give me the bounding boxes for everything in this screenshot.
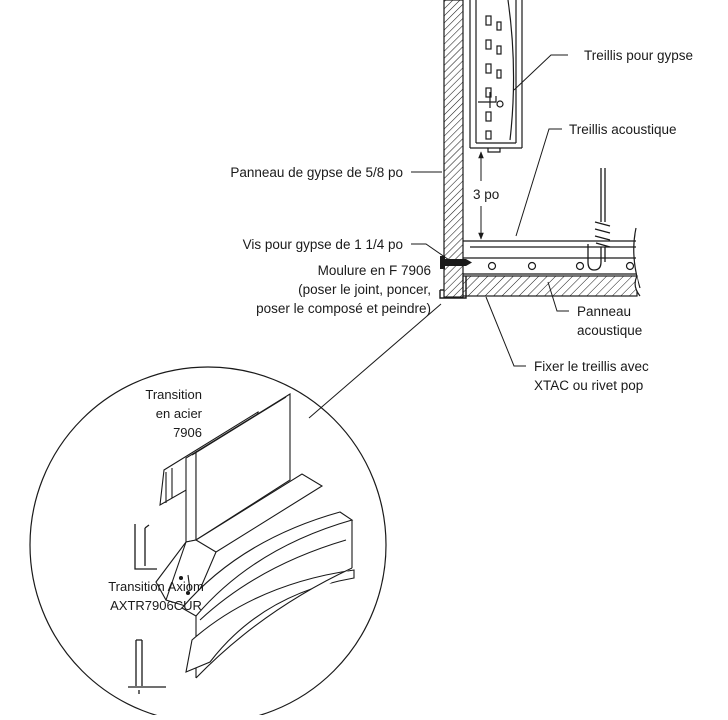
- steel-transition-profile: [134, 524, 157, 570]
- acoustic-grid-runner: [463, 227, 641, 289]
- label-panneau-acoustique-line-1: Panneau: [577, 304, 631, 319]
- label-transition-axiom-line-1: Transition Axiom: [108, 579, 204, 594]
- label-transition-acier-line-3: 7906: [173, 425, 202, 440]
- detail-content: [128, 393, 355, 694]
- axiom-transition-profile: [128, 639, 166, 694]
- drywall-grid-channel: [469, 0, 523, 153]
- label-transition-acier-line-1: Transition: [145, 387, 202, 402]
- label-panneau-gypse: Panneau de gypse de 5/8 po: [230, 165, 403, 180]
- label-moulure-line-2: (poser le joint, poncer,: [298, 282, 431, 297]
- label-moulure: Moulure en F 7906 (poser le joint, ponce…: [256, 263, 431, 316]
- label-transition-axiom-line-2: AXTR7906CUR: [110, 598, 202, 613]
- detail-callout-circle: [29, 366, 387, 720]
- dimension-3-po-label: 3 po: [473, 187, 499, 202]
- steel-transition-3d: [155, 393, 324, 609]
- acoustic-ceiling-panel: [462, 275, 641, 297]
- label-treillis-acoustique: Treillis acoustique: [569, 122, 677, 137]
- f-molding: [439, 276, 467, 299]
- label-moulure-line-3: poser le composé et peindre): [256, 301, 431, 316]
- label-fixer-line-1: Fixer le treillis avec: [534, 359, 649, 374]
- label-transition-acier-line-2: en acier: [156, 406, 203, 421]
- drywall-screw: [440, 256, 472, 269]
- label-panneau-acoustique-line-2: acoustique: [577, 323, 642, 338]
- label-transition-axiom: Transition Axiom AXTR7906CUR: [108, 579, 204, 613]
- hanger-wire: [587, 168, 611, 271]
- label-fixer-treillis: Fixer le treillis avec XTAC ou rivet pop: [534, 359, 649, 393]
- axiom-curved-transition: [181, 511, 355, 679]
- label-moulure-line-1: Moulure en F 7906: [318, 263, 431, 278]
- label-panneau-acoustique: Panneau acoustique: [577, 304, 642, 338]
- label-transition-acier: Transition en acier 7906: [145, 387, 202, 440]
- label-vis-gypse: Vis pour gypse de 1 1/4 po: [243, 237, 403, 252]
- leader-lines: [308, 54, 569, 419]
- label-fixer-line-2: XTAC ou rivet pop: [534, 378, 643, 393]
- gypsum-wall-panel: [443, 0, 464, 298]
- label-treillis-gypse: Treillis pour gypse: [584, 48, 693, 63]
